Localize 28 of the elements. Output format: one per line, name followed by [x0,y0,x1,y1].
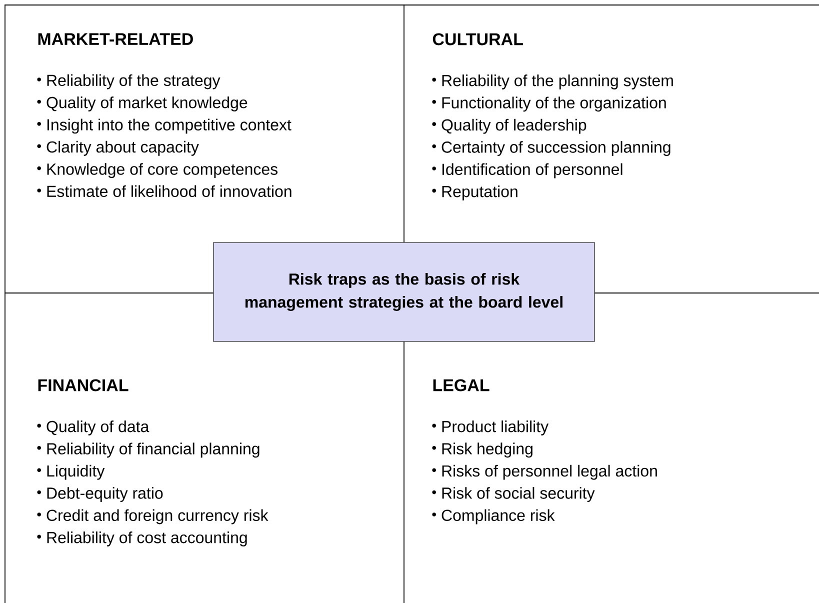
bullet-item: Compliance risk [442,509,555,524]
bullet-item: Functionality of the organization [442,96,666,112]
bullet-item: Product liability [442,420,549,436]
bullet-item: Quality of data [46,420,150,436]
bullet-item: Insight into the competitive context [47,118,292,134]
bullet-item: Clarity about capacity [46,140,199,156]
bullet-item: Risk hedging [442,442,532,458]
bullet-item: Knowledge of core competences [47,163,278,178]
bullet-item: Risks of personnel legal action [442,464,657,480]
bullet-item: Reliability of cost accounting [47,531,247,546]
bullet-item: Identification of personnel [442,163,622,178]
category-heading: CULTURAL [432,33,523,46]
category-heading: LEGAL [433,379,490,392]
bullet-item: Quality of market knowledge [46,96,248,112]
bullet-item: Liquidity [47,464,105,480]
bullet-item: Reliability of financial planning [47,442,260,458]
bullet-item: Risk of social security [442,487,595,502]
bullet-item: Reliability of the strategy [47,74,220,90]
bullet-item: Credit and foreign currency risk [46,509,268,524]
bullet-item: Estimate of likelihood of innovation [47,185,292,198]
bullet-item: Debt-equity ratio [47,487,163,502]
bullet-item: Reputation [442,185,518,200]
bullet-item: Certainty of succession planning [442,141,670,156]
bullet-item: Reliability of the planning system [442,74,673,90]
title-box: Risk traps as the basis of risk management strategies at the board level [213,242,595,342]
bullet-item: Quality of leadership [442,118,586,134]
category-heading: MARKET-RELATED [38,33,193,45]
category-heading: FINANCIAL [38,379,128,392]
